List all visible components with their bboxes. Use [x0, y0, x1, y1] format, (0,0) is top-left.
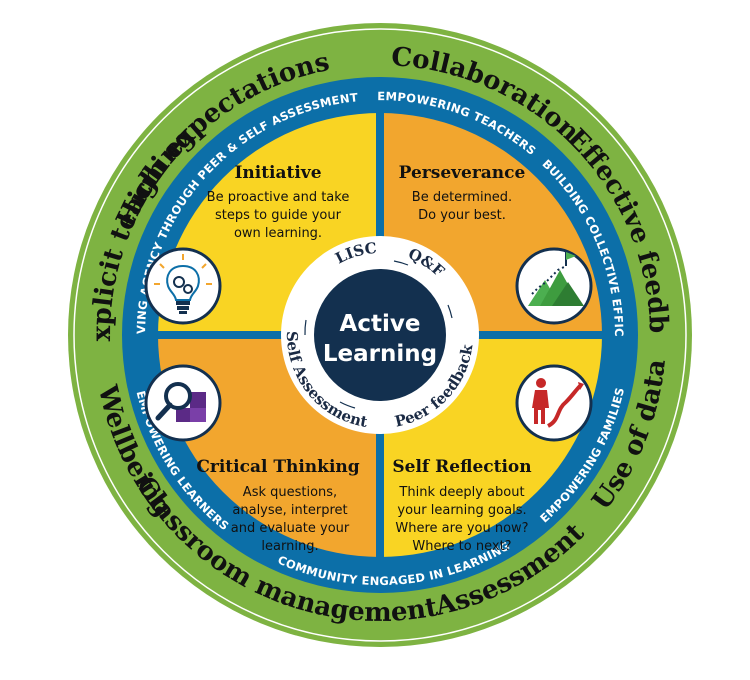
self-reflection-line-1: Think deeply about [398, 485, 524, 500]
critical-thinking-line-3: and evaluate your [231, 521, 350, 536]
critical-thinking-line-2: analyse, interpret [232, 503, 347, 518]
critical-thinking-title: Critical Thinking [196, 457, 359, 477]
self-reflection-line-4: Where to next? [412, 539, 511, 554]
lightbulb-gears-icon [144, 247, 222, 325]
self-reflection-line-2: your learning goals. [397, 503, 526, 518]
self-reflection-title: Self Reflection [392, 457, 531, 477]
center-title-line-2: Learning [323, 341, 437, 367]
person-path-icon [515, 364, 593, 442]
magnifier-puzzle-icon [144, 364, 222, 442]
inner-ring-arrows [304, 260, 453, 409]
perseverance-title: Perseverance [399, 163, 526, 183]
initiative-line-1: Be proactive and take [207, 190, 350, 205]
initiative-title: Initiative [234, 163, 321, 183]
initiative-line-2: steps to guide your [215, 208, 342, 223]
self-reflection-line-3: Where are you now? [395, 521, 528, 536]
mountain-flag-icon [515, 247, 593, 325]
outer-ring-edge [73, 28, 687, 642]
perseverance-line-2: Do your best. [418, 208, 506, 223]
critical-thinking-line-4: learning. [261, 539, 318, 554]
center-title-line-1: Active [340, 311, 421, 337]
initiative-line-3: own learning. [234, 226, 322, 241]
perseverance-line-1: Be determined. [412, 190, 512, 205]
critical-thinking-line-1: Ask questions, [243, 485, 337, 500]
center-circle [314, 269, 446, 401]
